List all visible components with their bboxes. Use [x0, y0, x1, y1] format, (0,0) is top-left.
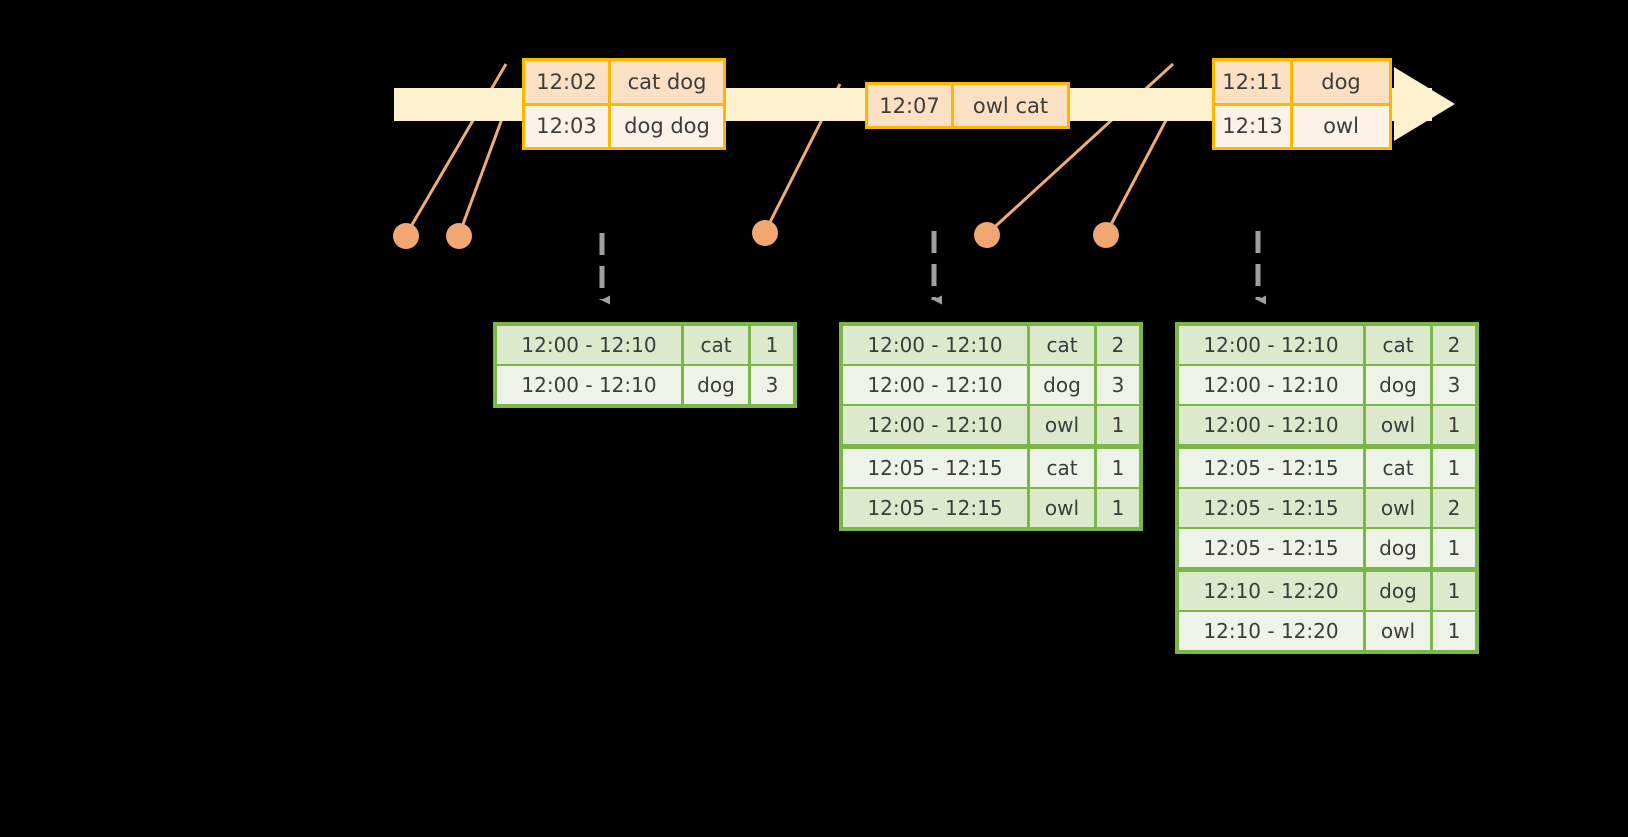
table-row[interactable]: 12:00 - 12:10 cat 2 [843, 326, 1139, 364]
count-cell: 1 [1097, 489, 1139, 527]
word-cell: dog [1366, 529, 1430, 567]
word-cell: cat [684, 326, 748, 364]
event-time: 12:11 [1215, 61, 1293, 103]
event-group-2[interactable]: 12:07 owl cat [865, 82, 1070, 129]
word-cell: dog [684, 366, 748, 404]
count-cell: 1 [1433, 612, 1475, 650]
window-cell: 12:05 - 12:15 [1179, 489, 1363, 527]
window-cell: 12:00 - 12:10 [1179, 406, 1363, 444]
event-time: 12:03 [525, 105, 611, 147]
table-row[interactable]: 12:05 - 12:15 owl 1 [843, 489, 1139, 527]
result-table-2[interactable]: 12:00 - 12:10 cat 2 12:00 - 12:10 dog 3 … [839, 322, 1143, 531]
window-cell: 12:05 - 12:15 [1179, 449, 1363, 487]
word-cell: owl [1366, 406, 1430, 444]
word-cell: cat [1030, 449, 1094, 487]
word-cell: dog [1030, 366, 1094, 404]
event-group-3[interactable]: 12:11 dog 12:13 owl [1212, 58, 1392, 150]
event-time: 12:02 [525, 61, 611, 103]
window-cell: 12:00 - 12:10 [1179, 326, 1363, 364]
connector-line-1 [404, 63, 508, 236]
table-row[interactable]: 12:10 - 12:20 owl 1 [1179, 612, 1475, 650]
window-cell: 12:10 - 12:20 [1179, 612, 1363, 650]
connector-line-3 [763, 83, 842, 233]
event-dot-1 [393, 223, 419, 249]
count-cell: 1 [1433, 449, 1475, 487]
word-cell: owl [1366, 489, 1430, 527]
window-cell: 12:05 - 12:15 [843, 449, 1027, 487]
table-row[interactable]: 12:00 - 12:10 dog 3 [497, 366, 793, 404]
window-cell: 12:05 - 12:15 [843, 489, 1027, 527]
event-time: 12:07 [868, 85, 954, 126]
count-cell: 2 [1097, 326, 1139, 364]
window-cell: 12:05 - 12:15 [1179, 529, 1363, 567]
dashed-down-arrows [599, 231, 1266, 305]
word-cell: dog [1366, 572, 1430, 610]
count-cell: 3 [751, 366, 793, 404]
window-cell: 12:00 - 12:10 [843, 326, 1027, 364]
count-cell: 1 [1097, 449, 1139, 487]
table-row[interactable]: 12:00 - 12:10 cat 2 [1179, 326, 1475, 364]
window-cell: 12:00 - 12:10 [843, 406, 1027, 444]
table-row[interactable]: 12:05 - 12:15 dog 1 [1179, 529, 1475, 567]
count-cell: 2 [1433, 326, 1475, 364]
window-cell: 12:00 - 12:10 [497, 326, 681, 364]
table-row[interactable]: 12:00 - 12:10 cat 1 [497, 326, 793, 364]
event-row[interactable]: 12:11 dog [1215, 61, 1389, 103]
result-table-3[interactable]: 12:00 - 12:10 cat 2 12:00 - 12:10 dog 3 … [1175, 322, 1479, 654]
event-words: cat dog [627, 69, 707, 94]
table-row[interactable]: 12:10 - 12:20 dog 1 [1179, 572, 1475, 610]
word-cell: owl [1030, 406, 1094, 444]
event-time: 12:13 [1215, 105, 1293, 147]
event-row[interactable]: 12:13 owl [1215, 102, 1389, 147]
word-cell: cat [1030, 326, 1094, 364]
event-row[interactable]: 12:02 cat dog [525, 61, 723, 103]
count-cell: 1 [1433, 406, 1475, 444]
count-cell: 1 [1097, 406, 1139, 444]
count-cell: 3 [1097, 366, 1139, 404]
connector-line-5 [1104, 106, 1175, 235]
word-cell: cat [1366, 326, 1430, 364]
event-words: dog dog [624, 114, 710, 139]
word-cell: cat [1366, 449, 1430, 487]
table-row[interactable]: 12:00 - 12:10 dog 3 [1179, 366, 1475, 404]
timeline-arrowhead-icon [1394, 67, 1455, 141]
table-row[interactable]: 12:05 - 12:15 owl 2 [1179, 489, 1475, 527]
count-cell: 3 [1433, 366, 1475, 404]
event-dot-2 [446, 223, 472, 249]
window-cell: 12:00 - 12:10 [843, 366, 1027, 404]
word-cell: dog [1366, 366, 1430, 404]
table-row[interactable]: 12:05 - 12:15 cat 1 [1179, 449, 1475, 487]
connector-line-2 [457, 107, 508, 236]
count-cell: 2 [1433, 489, 1475, 527]
event-dot-4 [974, 222, 1000, 248]
count-cell: 1 [751, 326, 793, 364]
event-dots [393, 220, 1119, 249]
count-cell: 1 [1433, 572, 1475, 610]
event-dot-3 [752, 220, 778, 246]
event-row[interactable]: 12:07 owl cat [868, 85, 1067, 126]
table-row[interactable]: 12:05 - 12:15 cat 1 [843, 449, 1139, 487]
count-cell: 1 [1433, 529, 1475, 567]
event-row[interactable]: 12:03 dog dog [525, 102, 723, 147]
result-table-1[interactable]: 12:00 - 12:10 cat 1 12:00 - 12:10 dog 3 [493, 322, 797, 408]
word-cell: owl [1030, 489, 1094, 527]
event-words: dog [1321, 69, 1361, 94]
timeline-bar-stub [1394, 88, 1414, 121]
window-cell: 12:00 - 12:10 [1179, 366, 1363, 404]
event-words: owl cat [972, 93, 1049, 118]
word-cell: owl [1366, 612, 1430, 650]
window-cell: 12:00 - 12:10 [497, 366, 681, 404]
table-row[interactable]: 12:00 - 12:10 dog 3 [843, 366, 1139, 404]
event-group-1[interactable]: 12:02 cat dog 12:03 dog dog [522, 58, 726, 150]
table-row[interactable]: 12:00 - 12:10 owl 1 [843, 406, 1139, 444]
table-row[interactable]: 12:00 - 12:10 owl 1 [1179, 406, 1475, 444]
event-words: owl [1323, 114, 1359, 139]
window-cell: 12:10 - 12:20 [1179, 572, 1363, 610]
event-dot-5 [1093, 222, 1119, 248]
